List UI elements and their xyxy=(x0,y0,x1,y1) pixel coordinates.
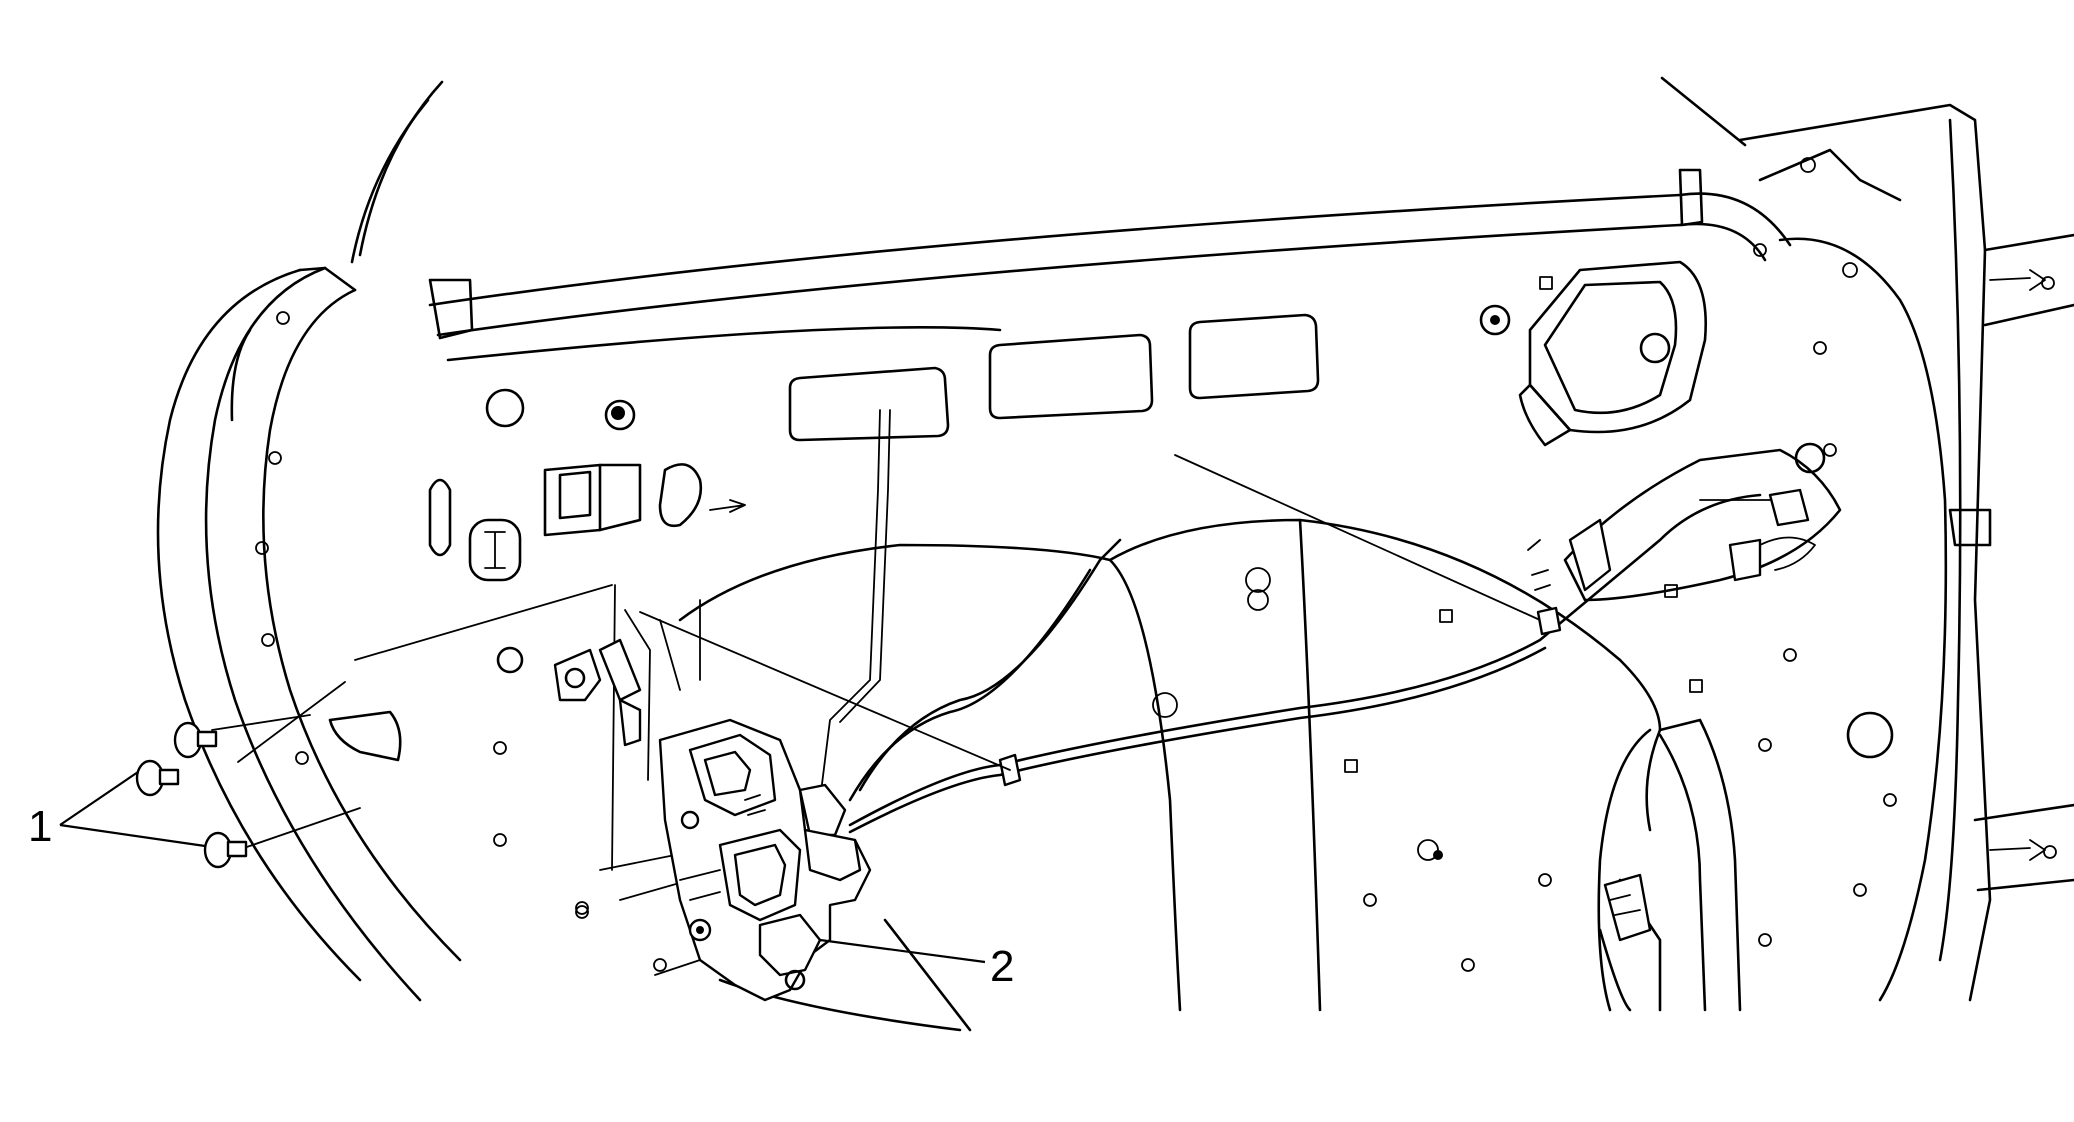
bolt-1[interactable] xyxy=(173,721,218,759)
door-outer-frame xyxy=(156,80,462,1002)
bolt-2[interactable] xyxy=(135,759,180,797)
bolt-3[interactable] xyxy=(203,831,248,869)
inner-panel-body xyxy=(678,518,1742,1032)
panel-holes xyxy=(328,276,1897,972)
door-top-rail xyxy=(428,168,1792,362)
callout-2-label: 2 xyxy=(990,942,1015,991)
inner-handle-pocket xyxy=(1518,260,1707,447)
cable-bracket xyxy=(1527,448,1842,602)
panel-window-slots xyxy=(788,313,1320,442)
lower-access-hole xyxy=(1597,728,1707,1012)
callout-1-label: 1 xyxy=(28,802,53,851)
door-latch-assembly[interactable] xyxy=(553,638,872,1002)
hinge-pillar xyxy=(1660,76,2074,1002)
latch-bolts[interactable] xyxy=(135,681,361,869)
callout-leaders xyxy=(59,771,986,964)
latch-cables xyxy=(819,409,1762,834)
